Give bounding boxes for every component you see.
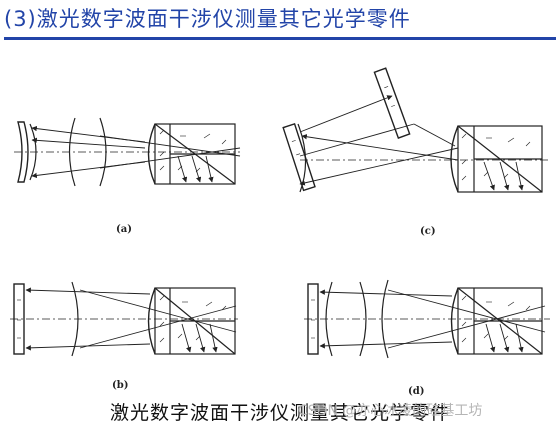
output-ray-1 (177, 155, 188, 183)
panel-d-label: (d) (408, 386, 424, 396)
ray-d-upper (319, 289, 453, 297)
ray-d-cross-1 (387, 289, 546, 333)
watermark: CSDN @亦心冰凌的硅基工坊 (298, 403, 483, 419)
output-ray-b-2 (195, 323, 206, 353)
test-meniscus-lens (17, 121, 29, 183)
ray-c-3 (299, 147, 459, 186)
input-ray (99, 135, 241, 157)
interferometer-diagram: (a) (c) (10, 67, 550, 396)
figure-caption: 激光数字波面干涉仪测量其它光学零件 (109, 402, 450, 424)
output-ray-d-2 (499, 323, 510, 353)
input-ray-2 (99, 147, 241, 169)
reference-surface-b (147, 287, 156, 355)
output-ray-d-1 (485, 323, 496, 353)
panel-b-label: (b) (112, 380, 128, 391)
output-ray-c-2 (499, 161, 510, 191)
output-ray-3 (205, 155, 214, 183)
page-title: (3)激光数字波面干涉仪测量其它光学零件 (4, 7, 411, 31)
panel-a: (a) (14, 117, 241, 235)
output-ray-b-1 (181, 323, 192, 353)
output-ray-2 (191, 155, 202, 183)
reference-surface-c (450, 125, 459, 193)
output-ray-c-1 (483, 161, 495, 191)
mirror-left-surface (297, 123, 307, 193)
title-underline (4, 37, 556, 40)
output-ray-d-3 (515, 323, 524, 353)
panel-c-label: (c) (420, 226, 436, 237)
reference-surface-d (450, 287, 459, 355)
ray-c-1 (299, 95, 393, 133)
ray-d-lower (319, 341, 453, 349)
test-lens-surface-d (381, 279, 389, 359)
reference-surface (147, 123, 156, 185)
panel-d: (d) (304, 279, 550, 396)
output-ray-c-3 (515, 161, 524, 191)
panel-b: (b) (10, 281, 238, 391)
panel-a-label: (a) (116, 224, 132, 235)
output-ray-b-3 (209, 323, 218, 353)
fold-mirror-top (373, 67, 411, 139)
ray-c-2 (299, 123, 415, 157)
ray-d-cross-2 (387, 305, 546, 349)
reference-plate-left (282, 123, 316, 192)
ray-c-5 (413, 123, 456, 147)
ray-b-cross-2 (79, 305, 237, 349)
ray-b-cross-1 (79, 289, 237, 333)
prism-lens-d-right (359, 281, 367, 357)
ray-mid (31, 137, 146, 149)
panel-c: (c) (282, 67, 550, 237)
ray-c-4 (301, 134, 459, 161)
